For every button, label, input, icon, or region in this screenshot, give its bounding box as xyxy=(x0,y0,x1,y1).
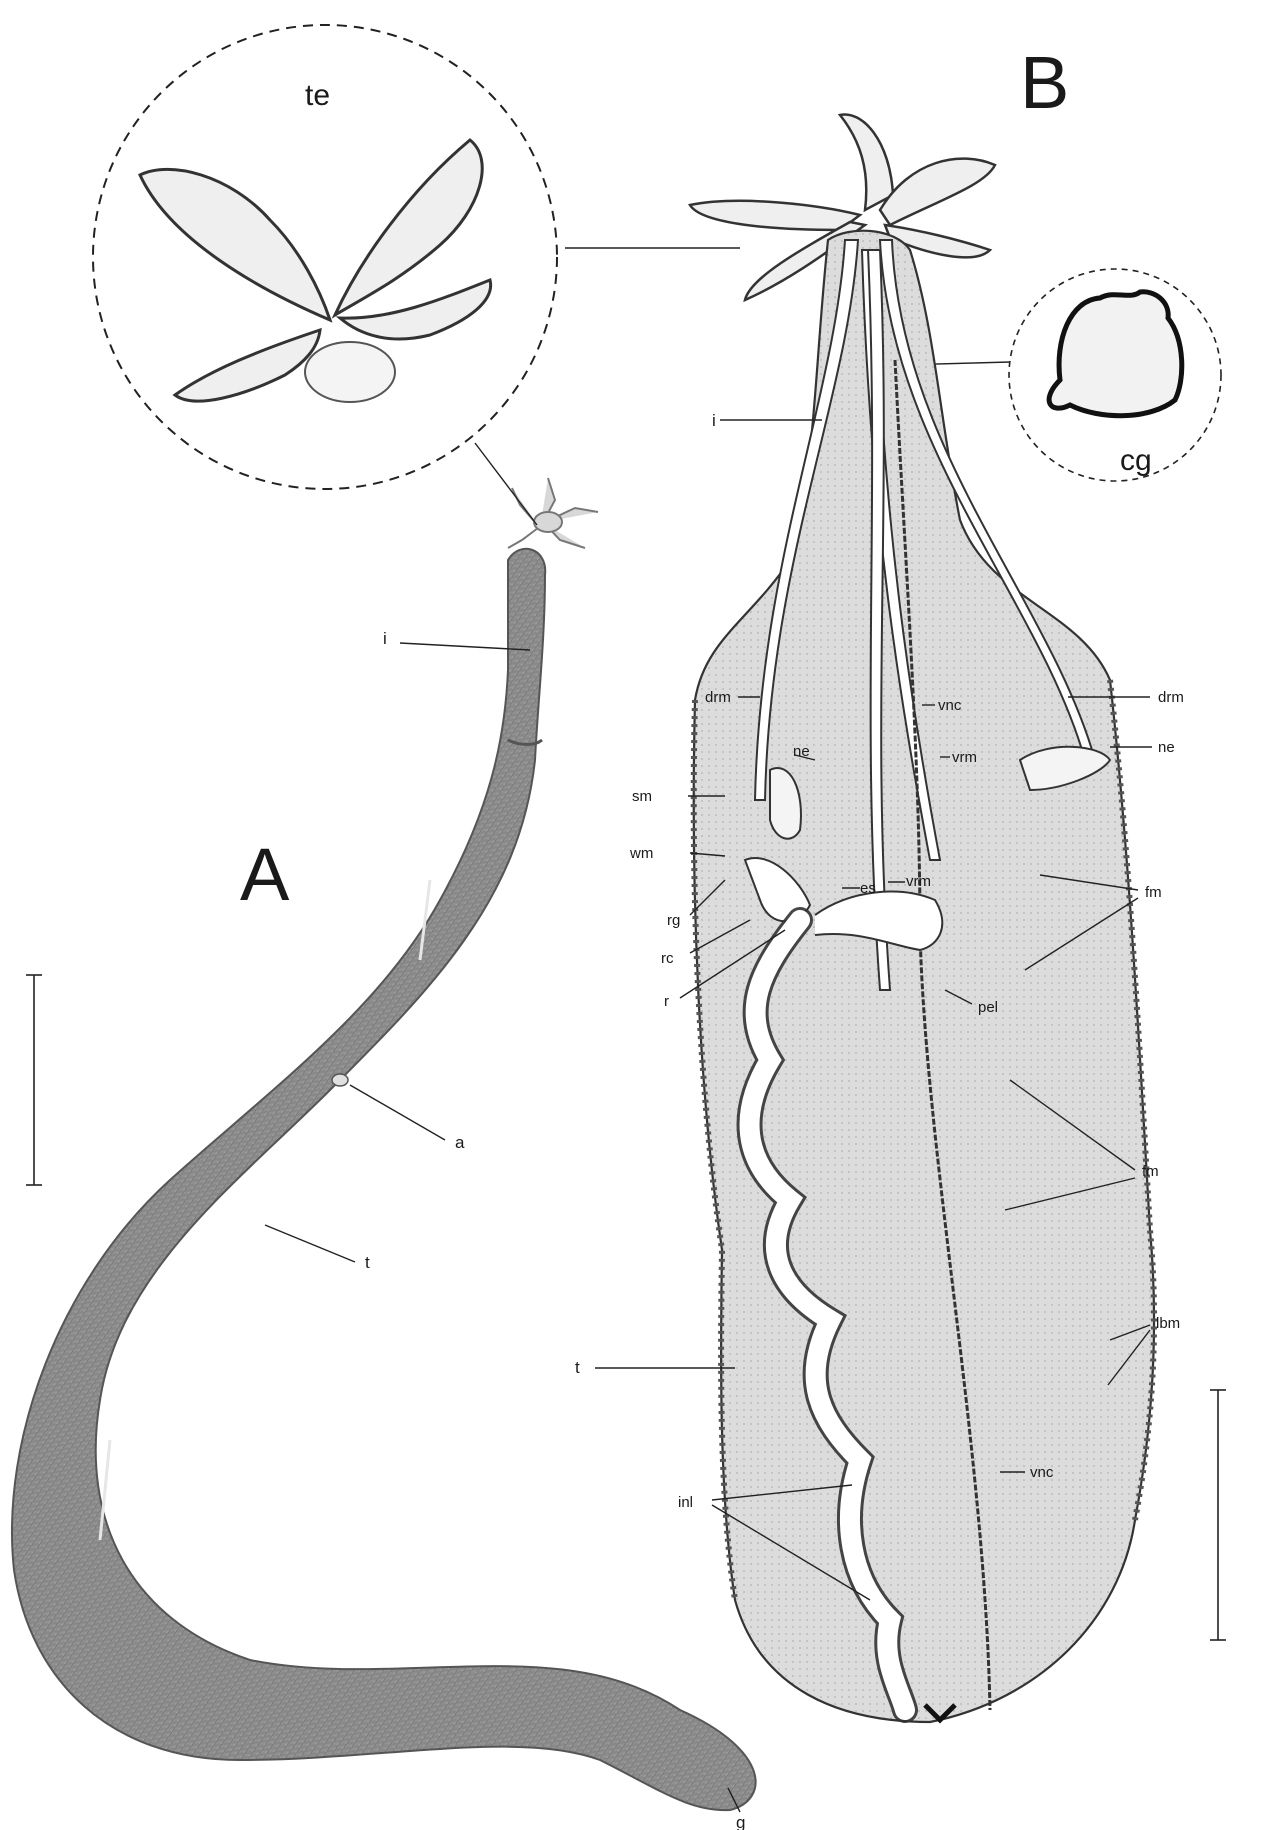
label-b-rg: rg xyxy=(667,912,680,929)
label-b-es: es xyxy=(860,880,876,897)
label-b-introvert: i xyxy=(712,411,716,430)
label-b-wm: wm xyxy=(629,845,653,862)
label-b-rc: rc xyxy=(661,950,674,967)
panel-a-tentacles xyxy=(508,478,598,548)
leader-a-trunk xyxy=(265,1225,355,1262)
panel-b-letter: B xyxy=(1020,41,1069,124)
label-a-trunk: t xyxy=(365,1253,370,1272)
panel-a-body xyxy=(12,549,756,1810)
label-b-drm-right: drm xyxy=(1158,689,1184,706)
label-b-pel: pel xyxy=(978,999,998,1016)
scale-bar-b xyxy=(1210,1390,1226,1640)
label-b-vrm-top: vrm xyxy=(952,749,977,766)
panel-a-worm xyxy=(12,478,756,1810)
label-b-sm: sm xyxy=(632,788,652,805)
label-b-drm-left: drm xyxy=(705,689,731,706)
label-a-g: g xyxy=(736,1813,745,1830)
label-b-fm-top: fm xyxy=(1145,884,1162,901)
label-b-r: r xyxy=(664,993,669,1010)
label-b-vnc-top: vnc xyxy=(938,697,962,714)
label-b-inl: inl xyxy=(678,1494,693,1511)
label-b-lbm: lbm xyxy=(1156,1315,1180,1332)
cg-inset xyxy=(1009,269,1221,481)
label-b-fm-mid: fm xyxy=(1142,1163,1159,1180)
label-b-vnc-bottom: vnc xyxy=(1030,1464,1054,1481)
scale-bar-a xyxy=(26,975,42,1185)
label-a-introvert: i xyxy=(383,629,387,648)
leader-a-anus xyxy=(350,1085,445,1140)
label-b-trunk: t xyxy=(575,1358,580,1377)
panel-a-letter: A xyxy=(240,833,290,916)
te-inset-title: te xyxy=(305,79,330,112)
cg-inset-title: cg xyxy=(1120,444,1152,477)
label-b-vrm-mid: vrm xyxy=(906,873,931,890)
label-b-ne-right: ne xyxy=(1158,739,1175,756)
te-inset-connector-a xyxy=(475,443,537,525)
label-a-anus: a xyxy=(455,1133,465,1152)
label-b-ne-left: ne xyxy=(793,743,810,760)
